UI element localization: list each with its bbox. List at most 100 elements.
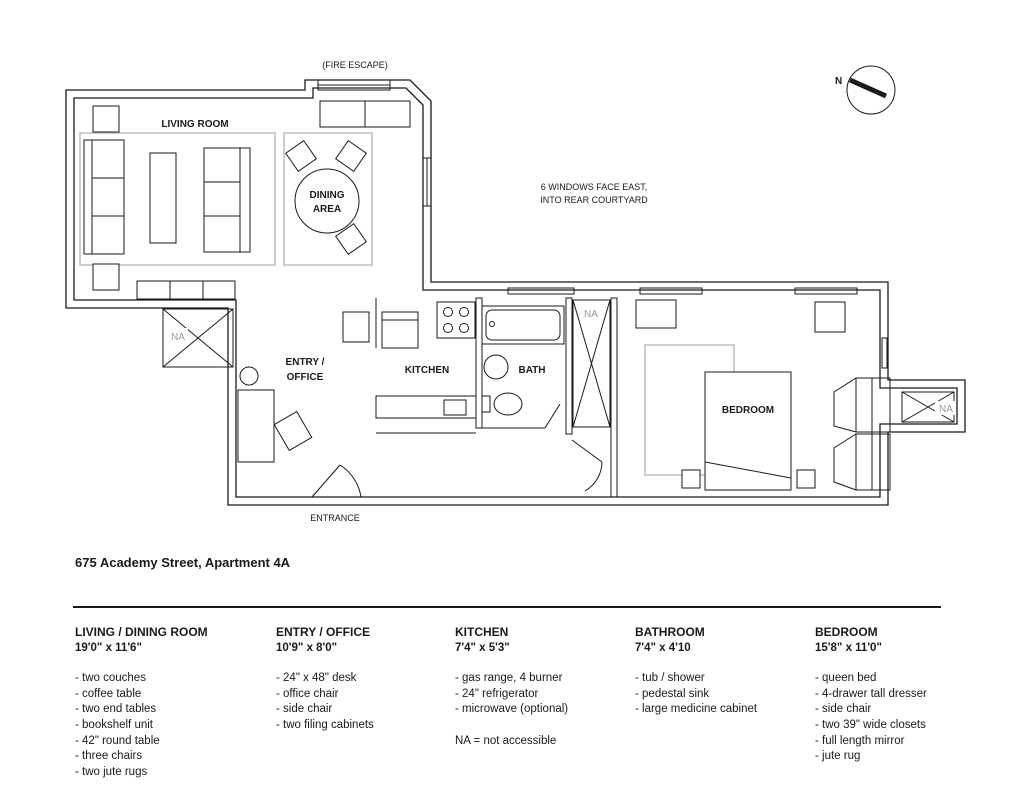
list-item: - microwave (optional) (455, 703, 569, 716)
living-room-furniture (83, 100, 411, 300)
nightstand (796, 469, 816, 489)
office-label: OFFICE (287, 372, 324, 383)
list-item: - tub / shower (635, 672, 705, 685)
couch (83, 139, 125, 255)
windows-note-line1: 6 WINDOWS FACE EAST, (541, 182, 648, 192)
room-size: 19'0" x 11'6" (75, 641, 142, 654)
bookshelf-unit (136, 280, 236, 300)
closet (855, 433, 891, 491)
list-item: - two 39" wide closets (815, 718, 926, 731)
na-closet-entry (162, 308, 234, 368)
dining-area-label: AREA (313, 204, 341, 215)
room-name: ENTRY / OFFICE (276, 625, 371, 639)
na-label-bedroom: NA (939, 404, 953, 415)
round-table (294, 168, 360, 234)
kitchen-fixtures (375, 301, 477, 419)
list-item: - gas range, 4 burner (455, 672, 563, 685)
bedroom-furniture (635, 299, 891, 491)
couch (203, 147, 251, 253)
list-item: - bookshelf unit (75, 718, 153, 731)
list-item: - 24" refrigerator (455, 687, 539, 700)
entry-label: ENTRY / (286, 357, 325, 368)
divider (73, 606, 941, 608)
list-item: - two couches (75, 672, 146, 685)
fire-escape-label: (FIRE ESCAPE) (322, 60, 388, 70)
bedroom-windows (507, 287, 858, 295)
room-name: BEDROOM (815, 625, 878, 639)
dresser (635, 299, 677, 329)
list-item: - office chair (276, 687, 339, 700)
room-items: - queen bed - 4-drawer tall dresser - si… (815, 671, 993, 765)
kitchen-label: KITCHEN (405, 365, 449, 376)
office-chair (273, 410, 313, 452)
list-item: - jute rug (815, 750, 861, 763)
list-item: - pedestal sink (635, 687, 710, 700)
bath-door (544, 403, 561, 429)
living-room-rug (79, 132, 276, 266)
closet (855, 377, 891, 433)
side-chair (342, 311, 370, 343)
room-name: LIVING / DINING ROOM (75, 625, 208, 639)
room-living-dining: LIVING / DINING ROOM 19'0" x 11'6" - two… (75, 625, 253, 780)
desk (237, 389, 275, 463)
bath-label: BATH (518, 365, 545, 376)
list-item: - side chair (276, 703, 333, 716)
room-entry-office: ENTRY / OFFICE 10'9" x 8'0" - 24" x 48" … (276, 625, 454, 734)
entrance-label: ENTRANCE (310, 513, 360, 523)
full-length-mirror (881, 337, 888, 369)
dining-chair (284, 139, 318, 173)
room-items: - 24" x 48" desk - office chair - side c… (276, 671, 454, 733)
room-size: 7'4" x 5'3" (455, 641, 510, 654)
list-item: - side chair (815, 703, 872, 716)
windows-note-line2: INTO REAR COURTYARD (540, 195, 648, 205)
list-item: - 24" x 48" desk (276, 672, 357, 685)
room-items: - gas range, 4 burner - 24" refrigerator… (455, 671, 633, 718)
side-table (239, 366, 259, 386)
room-bedroom: BEDROOM 15'8" x 11'0" - queen bed - 4-dr… (815, 625, 993, 765)
living-room-window (422, 157, 432, 207)
queen-bed (704, 371, 792, 491)
dining-label: DINING (310, 190, 345, 201)
dining-chair (334, 139, 368, 173)
refrigerator (381, 311, 419, 349)
na-closet-bath (572, 299, 611, 428)
dining-chair (334, 222, 368, 256)
list-item: - 42" round table (75, 734, 160, 747)
pedestal-sink (483, 354, 509, 380)
na-label-entry: NA (171, 332, 185, 343)
interior-walls (375, 297, 618, 498)
na-closet-bedroom (901, 391, 955, 423)
coffee-table (149, 152, 177, 244)
list-item: - two filing cabinets (276, 718, 374, 731)
toilet (493, 392, 523, 416)
room-size: 7'4" x 4'10 (635, 641, 691, 654)
nightstand (681, 469, 701, 489)
compass-icon (846, 65, 896, 115)
gas-range (436, 301, 476, 339)
room-name: KITCHEN (455, 625, 509, 639)
floor-plan: N (FIRE ESCAPE) LIVING ROOM DINING AREA … (65, 60, 966, 523)
side-chair (814, 301, 846, 333)
list-item: - coffee table (75, 687, 142, 700)
na-legend: NA = not accessible (455, 734, 557, 747)
compass: N (835, 65, 896, 115)
end-table (92, 263, 120, 291)
room-items: - two couches - coffee table - two end t… (75, 671, 253, 780)
tub-shower (481, 305, 565, 345)
list-item: - three chairs (75, 750, 143, 763)
list-item: - full length mirror (815, 734, 905, 747)
address-title: 675 Academy Street, Apartment 4A (75, 555, 291, 570)
compass-north-label: N (835, 76, 842, 87)
bedroom-label: BEDROOM (722, 405, 774, 416)
list-item: - 4-drawer tall dresser (815, 687, 927, 700)
room-size: 10'9" x 8'0" (276, 641, 338, 654)
na-label-bath: NA (584, 309, 598, 320)
office-furniture (237, 311, 370, 463)
list-item: - two end tables (75, 703, 157, 716)
list-item: - queen bed (815, 672, 877, 685)
fire-escape-window (317, 79, 391, 91)
room-items: - tub / shower - pedestal sink - large m… (635, 671, 813, 718)
room-kitchen: KITCHEN 7'4" x 5'3" - gas range, 4 burne… (455, 625, 633, 750)
bedroom-door (571, 439, 603, 492)
dining-area-furniture (284, 139, 368, 256)
